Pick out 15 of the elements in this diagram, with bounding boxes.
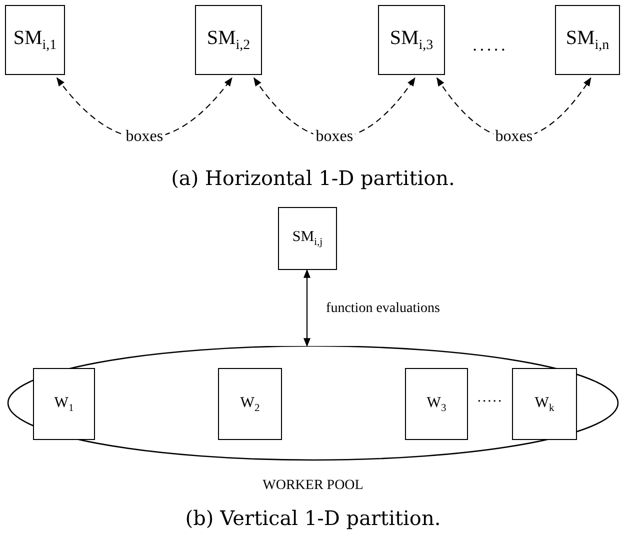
module-box: W$_{1}$ (33, 368, 95, 440)
arrow (303, 269, 311, 347)
figure-caption: (b) Vertical 1-D partition. (185, 506, 441, 530)
module-box: W$_{3}$ (405, 368, 468, 440)
pool-label: WORKER POOL (262, 478, 364, 494)
module-box: SM$_{i,n}$ (555, 5, 620, 75)
module-box: SM$_{i,1}$ (5, 5, 65, 75)
module-box: W$_{k}$ (512, 368, 577, 440)
module-box: W$_{2}$ (218, 368, 282, 440)
module-box: SM$_{i,2}$ (195, 5, 262, 75)
figure-caption: (a) Horizontal 1-D partition. (171, 166, 455, 190)
ellipsis-dots: ..... (477, 390, 503, 406)
module-box: SM$_{i,j}$ (278, 207, 337, 270)
module-box: SM$_{i,3}$ (378, 5, 445, 75)
ellipsis-dots: ..... (472, 36, 508, 54)
